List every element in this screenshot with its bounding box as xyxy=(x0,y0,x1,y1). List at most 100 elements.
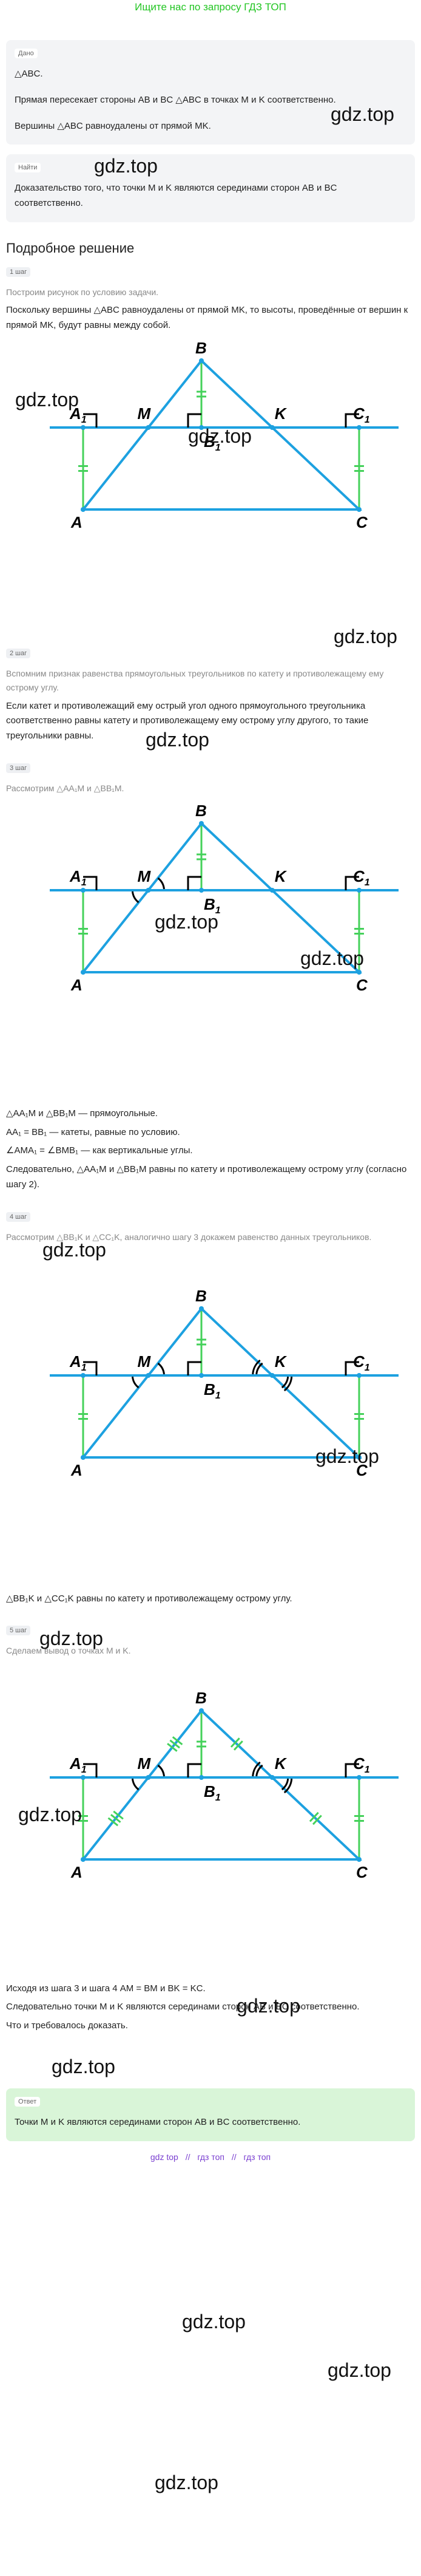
watermark: gdz.top xyxy=(94,155,158,177)
step-3-chip: 3 шаг xyxy=(6,763,31,773)
find-text: Доказательство того, что точки M и K явл… xyxy=(15,183,337,208)
given-line1: Прямая пересекает стороны AB и BC △ABC в… xyxy=(15,94,336,105)
angle-arc-k xyxy=(281,1778,289,1790)
segment-tick xyxy=(230,1737,240,1748)
step-3-p1: △AA₁M и △BB₁M — прямоугольные. xyxy=(6,1108,158,1119)
given-line2: Вершины △ABC равноудалены от прямой MK. xyxy=(15,120,211,131)
point xyxy=(357,507,362,513)
label-a: A xyxy=(70,976,83,994)
point xyxy=(199,820,204,826)
footer-link-3[interactable]: гдз топ xyxy=(243,2152,271,2162)
step-2: 2 шаг Вспомним признак равенства прямоуг… xyxy=(6,647,415,743)
step-1: 1 шаг Построим рисунок по условию задачи… xyxy=(6,266,415,537)
watermark: gdz.top xyxy=(300,947,364,969)
angle-arc-m xyxy=(131,891,140,904)
step-4-chip: 4 шаг xyxy=(6,1211,31,1222)
find-card: Найти Доказательство того, что точки M и… xyxy=(6,154,415,222)
angle-arc-k xyxy=(283,1778,293,1793)
footer-links: gdz top // гдз топ // гдз топ xyxy=(6,2148,415,2165)
label-b: B xyxy=(195,339,207,357)
point xyxy=(357,887,362,893)
label-m: M xyxy=(137,1754,151,1773)
angle-arc-k xyxy=(252,1359,261,1374)
step-3-intro: Рассмотрим △AA₁M и △BB₁M. xyxy=(6,783,124,793)
point xyxy=(269,1372,275,1378)
label-m: M xyxy=(137,1352,151,1371)
footer-link-1[interactable]: gdz top xyxy=(150,2152,178,2162)
step-2-intro: Вспомним признак равенства прямоугольных… xyxy=(6,669,384,693)
footer-link-2[interactable]: гдз топ xyxy=(197,2152,224,2162)
label-b1: B1 xyxy=(204,1782,221,1803)
step-4: 4 шаг Рассмотрим △BB₁K и △CC₁K, аналогич… xyxy=(6,1211,415,1607)
segment-tick xyxy=(169,1739,180,1748)
right-angle-b1 xyxy=(187,1763,201,1777)
watermark: gdz.top xyxy=(328,2359,391,2381)
point xyxy=(81,887,86,893)
right-angle-c1 xyxy=(345,876,359,890)
watermark: gdz.top xyxy=(315,1445,379,1467)
label-c1: C1 xyxy=(353,1754,370,1775)
given-triangle: △ABC. xyxy=(15,69,43,79)
triangle-abc xyxy=(80,359,363,511)
angle-arc-m xyxy=(157,1362,165,1374)
step-1-chip: 1 шаг xyxy=(6,267,31,277)
label-a: A xyxy=(70,513,83,531)
point xyxy=(146,1774,151,1780)
watermark: gdz.top xyxy=(188,425,252,447)
right-angle-b1 xyxy=(187,413,201,428)
point xyxy=(357,969,362,975)
point xyxy=(357,1774,362,1780)
point xyxy=(199,425,204,431)
label-a1: A1 xyxy=(69,1352,87,1373)
step-5-intro: Сделаем вывод о точках M и K. xyxy=(6,1646,131,1656)
point xyxy=(81,425,86,431)
step-3-p2: AA₁ = BB₁ — катеты, равные по условию. xyxy=(6,1126,180,1137)
right-angle-c1 xyxy=(345,413,359,428)
answer-chip: Ответ xyxy=(15,2096,41,2107)
answer-card: Ответ Точки M и K являются серединами ст… xyxy=(6,2088,415,2141)
point xyxy=(269,887,275,893)
right-angle-a1 xyxy=(83,876,98,890)
label-m: M xyxy=(137,404,151,423)
segment-tick xyxy=(233,1740,243,1751)
step-5-p3: Что и требовалось доказать. xyxy=(6,2020,128,2031)
triangle-abc xyxy=(80,821,363,973)
label-a: A xyxy=(70,1461,83,1479)
label-c: C xyxy=(356,513,368,531)
angle-arc-k xyxy=(255,1764,263,1776)
segment-tick xyxy=(312,1814,322,1825)
angle-arc-k xyxy=(283,1376,293,1391)
point xyxy=(81,1454,86,1460)
top-banner[interactable]: Ищите нас по запросу ГДЗ ТОП xyxy=(135,1,286,13)
point xyxy=(146,425,151,431)
content: Дано △ABC. Прямая пересекает стороны AB … xyxy=(0,40,421,2165)
segment-tick xyxy=(167,1742,178,1752)
step-3-p3: ∠AMA₁ = ∠BMB₁ — как вертикальные углы. xyxy=(6,1145,193,1156)
label-c: C xyxy=(356,1461,368,1479)
triangle-abc xyxy=(80,1306,363,1459)
label-a1: A1 xyxy=(69,1754,87,1775)
step-1-text: Поскольку вершины △ABC равноудалены от п… xyxy=(6,304,408,330)
triangle-abc xyxy=(80,1708,363,1861)
label-a1: A1 xyxy=(69,867,87,888)
step-3-p4: Следовательно, △AA₁M и △BB₁M равны по ка… xyxy=(6,1164,407,1190)
point xyxy=(199,1774,204,1780)
given-card: Дано △ABC. Прямая пересекает стороны AB … xyxy=(6,40,415,145)
watermark: gdz.top xyxy=(18,1804,82,1825)
step-2-chip: 2 шаг xyxy=(6,649,31,659)
right-angle-b1 xyxy=(187,1361,201,1375)
watermark: gdz.top xyxy=(42,1239,106,1261)
point xyxy=(357,1856,362,1862)
right-angle-c1 xyxy=(345,1361,359,1375)
label-b: B xyxy=(195,1287,207,1305)
angle-arc-m xyxy=(131,1376,140,1388)
point xyxy=(199,887,204,893)
angle-arc-m xyxy=(157,1764,165,1776)
step-4-intro: Рассмотрим △BB₁K и △CC₁K, аналогично шаг… xyxy=(6,1232,372,1242)
point xyxy=(199,1372,204,1378)
